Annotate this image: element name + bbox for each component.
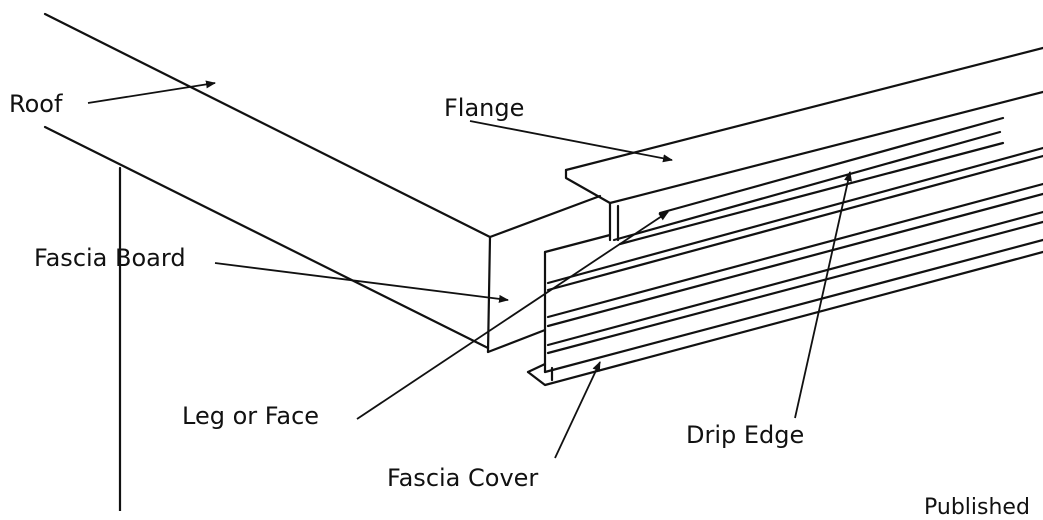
fascia-board-label: Fascia Board xyxy=(34,244,186,272)
roof-leader xyxy=(87,80,216,104)
roof-front-edge xyxy=(43,125,490,350)
fascia-cover-label: Fascia Cover xyxy=(387,464,539,492)
roof-back-edge xyxy=(43,12,492,239)
roof-right-edge xyxy=(488,194,602,239)
flange-leader xyxy=(469,120,673,163)
drip-edge-label: Drip Edge xyxy=(686,421,805,449)
drip-edge-leader xyxy=(794,171,852,419)
fascia-board-leader xyxy=(214,262,509,303)
roof-corner-edge xyxy=(486,235,492,354)
footer-text: Published xyxy=(924,495,1030,520)
roof-structure xyxy=(43,12,602,511)
roof-label: Roof xyxy=(9,90,63,118)
fascia-cover-leader xyxy=(554,361,601,459)
leader-lines xyxy=(87,80,852,459)
drip-edge-metal xyxy=(526,46,1043,387)
leg-or-face-label: Leg or Face xyxy=(182,402,320,430)
fascia-board-bottom xyxy=(486,328,547,354)
flange-label: Flange xyxy=(444,94,525,122)
flange-plate xyxy=(564,46,1043,172)
leg-or-face-leader xyxy=(356,211,669,420)
